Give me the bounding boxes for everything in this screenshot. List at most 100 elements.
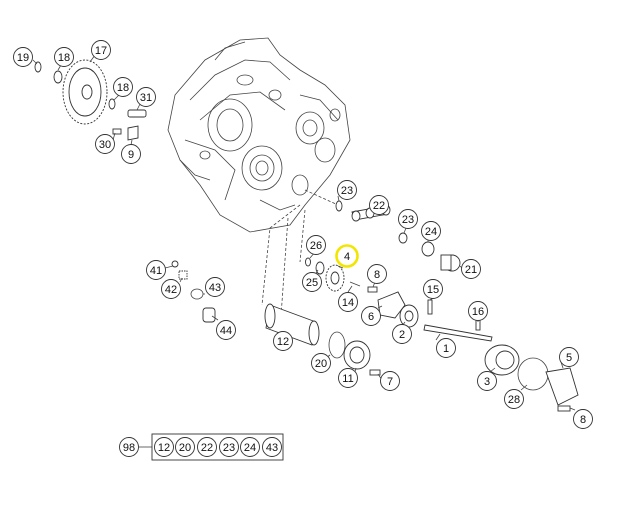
callout-c30[interactable]: 30 xyxy=(95,134,115,154)
part-4-gear-highlighted xyxy=(325,264,345,292)
part-18-washer xyxy=(53,70,63,84)
callout-c1[interactable]: 1 xyxy=(436,338,456,358)
callout-c21[interactable]: 21 xyxy=(461,259,481,279)
callout-label: 1 xyxy=(443,343,449,355)
callout-c19a[interactable]: 19 xyxy=(13,47,33,67)
callout-c26[interactable]: 26 xyxy=(306,235,326,255)
kit-item-label: 24 xyxy=(244,442,256,454)
callout-c3[interactable]: 3 xyxy=(477,371,497,391)
callout-label: 24 xyxy=(425,226,437,238)
callout-c16[interactable]: 16 xyxy=(468,301,488,321)
callout-label: 41 xyxy=(150,265,162,277)
callout-c43[interactable]: 43 xyxy=(205,277,225,297)
part-21-plug xyxy=(440,254,461,272)
callout-c41[interactable]: 41 xyxy=(146,260,166,280)
callout-c44[interactable]: 44 xyxy=(216,320,236,340)
part-26-pin xyxy=(305,257,311,267)
callout-c18b[interactable]: 18 xyxy=(113,77,133,97)
callout-c11[interactable]: 11 xyxy=(338,368,358,388)
part-18-washer-b xyxy=(108,98,116,110)
part-44-plug xyxy=(202,307,216,323)
callout-label: 26 xyxy=(310,240,322,252)
callout-label: 11 xyxy=(342,373,353,385)
callout-c12[interactable]: 12 xyxy=(273,331,293,351)
callout-label: 17 xyxy=(95,45,107,57)
kit-item[interactable]: 24 xyxy=(240,437,260,457)
callout-c9[interactable]: 9 xyxy=(121,144,141,164)
callout-c28[interactable]: 28 xyxy=(504,389,524,409)
callout-label: 3 xyxy=(484,376,490,388)
callout-c8b[interactable]: 8 xyxy=(573,409,593,429)
kit-item[interactable]: 22 xyxy=(197,437,217,457)
callout-label: 42 xyxy=(165,284,177,296)
kit-item-label: 20 xyxy=(179,442,191,454)
callout-label: 31 xyxy=(140,92,152,104)
part-17-gear xyxy=(62,59,108,125)
callout-label: 8 xyxy=(580,414,586,426)
callout-c17[interactable]: 17 xyxy=(91,40,111,60)
kit-item[interactable]: 20 xyxy=(175,437,195,457)
callout-c14[interactable]: 14 xyxy=(338,292,358,312)
part-23-oring-b xyxy=(398,232,408,244)
callout-c18a[interactable]: 18 xyxy=(54,47,74,67)
part-9-bracket xyxy=(127,125,139,141)
callout-c42[interactable]: 42 xyxy=(161,279,181,299)
callout-c31[interactable]: 31 xyxy=(136,87,156,107)
part-15-screw xyxy=(427,299,433,315)
callout-c2[interactable]: 2 xyxy=(392,324,412,344)
callout-label: 18 xyxy=(58,52,70,64)
callout-c8a[interactable]: 8 xyxy=(367,264,387,284)
callout-c24[interactable]: 24 xyxy=(421,221,441,241)
callout-label: 8 xyxy=(374,269,380,281)
callout-label: 2 xyxy=(399,329,405,341)
callout-label: 44 xyxy=(220,325,232,337)
callout-label: 4 xyxy=(344,251,350,263)
callout-kit-98[interactable]: 98 xyxy=(119,437,139,457)
callout-c7[interactable]: 7 xyxy=(380,371,400,391)
part-2-rotor xyxy=(399,304,419,328)
kit-item[interactable]: 43 xyxy=(262,437,282,457)
callout-c22[interactable]: 22 xyxy=(369,195,389,215)
callout-c4-highlighted[interactable]: 4 xyxy=(335,244,359,268)
callout-c15[interactable]: 15 xyxy=(423,279,443,299)
callout-label: 15 xyxy=(427,284,439,296)
kit-item-label: 22 xyxy=(201,442,213,454)
part-23-oring-a xyxy=(335,200,343,212)
part-8-bolt-a xyxy=(367,286,378,293)
part-14-pin xyxy=(349,281,361,287)
callout-label: 22 xyxy=(373,200,385,212)
kit-item-label: 23 xyxy=(223,442,235,454)
part-1-shaft xyxy=(423,324,493,342)
part-41-ball xyxy=(171,260,179,268)
kit-item-label: 12 xyxy=(158,442,170,454)
part-5-cover xyxy=(545,367,579,406)
part-31-shaft xyxy=(127,109,147,118)
callout-c23a[interactable]: 23 xyxy=(337,180,357,200)
callout-label: 19 xyxy=(17,52,29,64)
part-7-bolt xyxy=(369,369,381,376)
callout-c25[interactable]: 25 xyxy=(302,272,322,292)
kit-item-label: 43 xyxy=(266,442,278,454)
callout-label: 9 xyxy=(128,149,134,161)
callout-c20[interactable]: 20 xyxy=(311,353,331,373)
callout-c5[interactable]: 5 xyxy=(559,347,579,367)
kit-item[interactable]: 23 xyxy=(219,437,239,457)
part-19-circlip xyxy=(34,61,42,73)
part-28-gasket xyxy=(517,357,549,391)
callout-label: 23 xyxy=(402,214,414,226)
callout-label: 16 xyxy=(472,306,484,318)
kit-item[interactable]: 12 xyxy=(154,437,174,457)
callout-c6[interactable]: 6 xyxy=(361,306,381,326)
part-25-washer xyxy=(315,261,325,275)
callout-c23b[interactable]: 23 xyxy=(398,209,418,229)
callout-label: 12 xyxy=(277,336,289,348)
callout-label: 30 xyxy=(99,139,111,151)
callout-label: 21 xyxy=(465,264,477,276)
callout-label: 5 xyxy=(566,352,572,364)
callout-label: 7 xyxy=(387,376,393,388)
part-42-spring xyxy=(178,270,188,280)
callout-label: 18 xyxy=(117,82,129,94)
callout-label: 6 xyxy=(368,311,374,323)
callout-label: 28 xyxy=(508,394,520,406)
